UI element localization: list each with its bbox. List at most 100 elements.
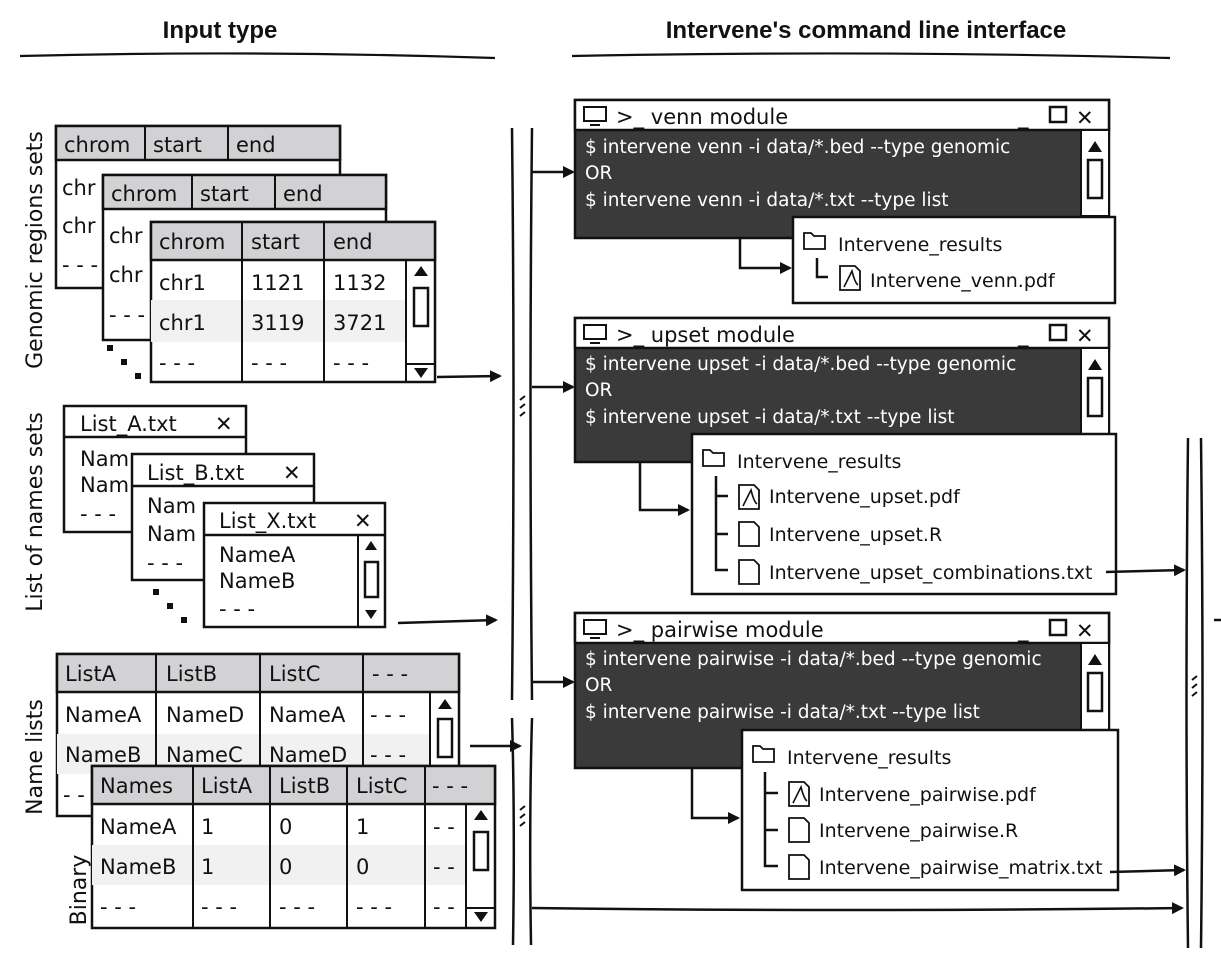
command-line: OR	[585, 380, 613, 401]
pdf-icon	[788, 781, 810, 807]
file-name[interactable]: Intervene_upset.pdf	[769, 486, 961, 508]
cell-partial: chr	[109, 224, 143, 248]
maximize-icon[interactable]	[1048, 323, 1068, 342]
minimize-icon[interactable]: _	[1017, 105, 1029, 130]
pairwise-module-window: >_ pairwise module _ ✕ $ intervene pairw…	[573, 611, 1186, 892]
table-row: NameA 1 0 1 - -	[100, 815, 455, 839]
file-name[interactable]: Intervene_upset_combinations.txt	[769, 562, 1092, 584]
table-row: NameB NameC NameD - - -	[65, 743, 406, 767]
scroll-up-icon[interactable]	[1088, 141, 1102, 152]
svg-text:NameC: NameC	[166, 743, 243, 767]
upset-module-window: >_ upset module _ ✕ $ intervene upset -i…	[573, 316, 1186, 596]
monitor-icon	[583, 619, 607, 639]
pdf-icon	[738, 484, 760, 510]
svg-text:1: 1	[201, 855, 214, 879]
command-line: $ intervene pairwise -i data/*.txt --typ…	[585, 702, 980, 723]
scrollbar[interactable]	[1080, 347, 1110, 435]
label-binary: Binary	[67, 855, 92, 926]
table-row: - - - - - - - - -	[159, 351, 369, 375]
file-icon	[788, 817, 810, 843]
svg-text:NameB: NameB	[100, 855, 176, 879]
scrollbar[interactable]	[406, 266, 435, 378]
table-row: - - - - - - - - - - - - - -	[100, 895, 455, 919]
scroll-thumb[interactable]	[412, 286, 430, 328]
close-icon[interactable]: ✕	[283, 461, 301, 485]
results-panel	[690, 432, 1118, 596]
folder-icon	[752, 745, 775, 763]
col-header: ListA	[201, 774, 253, 798]
close-icon[interactable]: ✕	[1076, 619, 1094, 643]
list-item: - - -	[80, 502, 116, 526]
folder-icon	[702, 449, 725, 467]
scroll-down-icon[interactable]	[414, 368, 428, 378]
svg-text:1: 1	[201, 815, 214, 839]
file-name[interactable]: Intervene_pairwise.pdf	[819, 784, 1037, 806]
col-header: ListC	[356, 774, 407, 798]
close-icon[interactable]: ✕	[1076, 106, 1094, 130]
minimize-icon[interactable]: _	[1017, 618, 1029, 643]
scroll-thumb[interactable]	[363, 560, 380, 599]
binary-table: Names ListA ListB ListC - - - NameA 1 0 …	[90, 764, 497, 930]
scroll-up-icon[interactable]	[438, 699, 452, 709]
col-header: - - -	[432, 774, 468, 798]
file-icon	[788, 854, 810, 880]
window-title: >_ upset module	[616, 323, 795, 348]
scroll-down-icon[interactable]	[474, 912, 488, 922]
svg-text:- -: - -	[433, 855, 455, 879]
list-item: NameA	[219, 543, 296, 567]
maximize-icon[interactable]	[1048, 105, 1068, 124]
header-cli: Intervene's command line interface	[666, 17, 1067, 44]
scroll-up-icon[interactable]	[1088, 359, 1102, 370]
scroll-thumb[interactable]	[1086, 158, 1104, 200]
folder-name: Intervene_results	[838, 234, 1002, 256]
scroll-down-icon[interactable]	[365, 610, 377, 619]
col-header: ListA	[65, 662, 117, 686]
close-icon[interactable]: ✕	[1076, 324, 1094, 348]
pdf-icon	[839, 265, 861, 291]
label-genomic-regions-sets: Genomic regions sets	[23, 131, 48, 369]
cell-partial: - - -	[62, 253, 98, 277]
stack-dots-genomic	[107, 345, 141, 379]
file-name[interactable]: Intervene_venn.pdf	[870, 270, 1056, 292]
col-header: Names	[100, 774, 173, 798]
list-item: Nam	[80, 473, 129, 497]
scroll-up-icon[interactable]	[414, 266, 428, 276]
scroll-thumb[interactable]	[1086, 671, 1104, 713]
svg-text:- - -: - - -	[251, 351, 287, 375]
scroll-thumb[interactable]	[1086, 376, 1104, 418]
col-header: start	[251, 230, 300, 254]
svg-text:1132: 1132	[333, 271, 386, 295]
command-line: $ intervene upset -i data/*.txt --type l…	[585, 407, 955, 428]
close-icon[interactable]: ✕	[215, 412, 233, 436]
scrollbar[interactable]	[466, 810, 495, 922]
col-header: chrom	[159, 230, 225, 254]
svg-text:- - -: - - -	[370, 743, 406, 767]
scroll-up-icon[interactable]	[474, 810, 488, 820]
scroll-thumb[interactable]	[472, 830, 490, 872]
scrollbar[interactable]	[436, 699, 454, 759]
scroll-thumb[interactable]	[436, 717, 454, 759]
arrow-upset-output	[1105, 564, 1186, 577]
window-title: >_ pairwise module	[616, 618, 824, 643]
svg-text:- - -: - - -	[279, 895, 315, 919]
file-name[interactable]: Intervene_pairwise.R	[819, 820, 1018, 842]
command-line: OR	[585, 675, 613, 696]
svg-text:NameA: NameA	[65, 703, 142, 727]
maximize-icon[interactable]	[1048, 618, 1068, 637]
folder-icon	[803, 232, 826, 250]
bus-arrows	[531, 166, 1184, 915]
scrollbar[interactable]	[1080, 129, 1110, 217]
minimize-icon[interactable]: _	[1017, 323, 1029, 348]
scroll-up-icon[interactable]	[365, 541, 377, 550]
scrollbar[interactable]	[363, 541, 380, 619]
arrow-pairwise-output	[1109, 864, 1186, 877]
scroll-up-icon[interactable]	[1088, 654, 1102, 665]
cell-partial: - - -	[109, 303, 145, 327]
file-name[interactable]: Intervene_upset.R	[769, 524, 942, 546]
window-title: >_ venn module	[616, 105, 788, 130]
file-name[interactable]: Intervene_pairwise_matrix.txt	[819, 857, 1103, 879]
svg-text:- -: - -	[433, 815, 455, 839]
scrollbar[interactable]	[1080, 642, 1110, 734]
close-icon[interactable]: ✕	[354, 509, 372, 533]
